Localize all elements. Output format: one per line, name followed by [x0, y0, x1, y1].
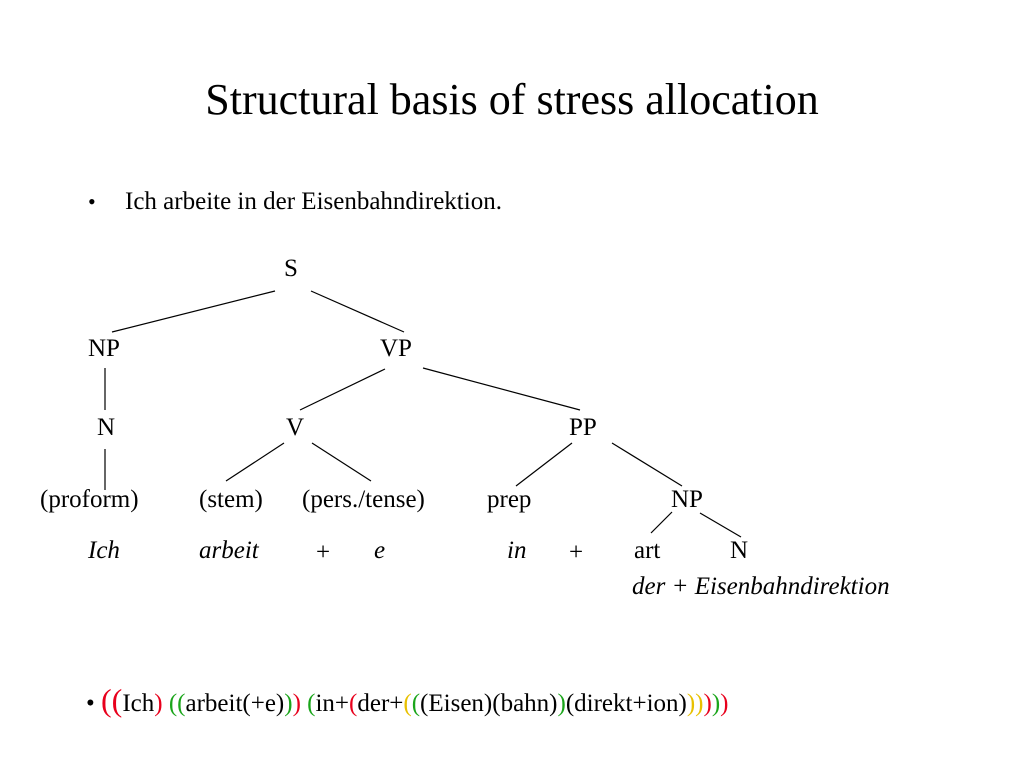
branch-vp-pp — [422, 367, 581, 411]
word-der-eisenbahndirektion: der + Eisenbahndirektion — [632, 573, 890, 600]
branch-v-perstense — [311, 442, 372, 482]
bracket-token: ) — [292, 690, 308, 717]
bracket-token: Ich — [122, 690, 155, 717]
bracket-token: ) — [720, 690, 729, 717]
bracket-token: ) — [703, 690, 712, 717]
word-ich: Ich — [88, 537, 120, 564]
node-pp: PP — [569, 414, 597, 441]
node-prep: prep — [487, 486, 532, 513]
bracket-token: ) — [284, 690, 293, 717]
word-in: in — [507, 537, 527, 564]
branch-pp-np — [611, 442, 683, 487]
example-sentence: Ich arbeite in der Eisenbahndirektion. — [125, 188, 502, 215]
word-arbeit: arbeit — [199, 537, 259, 564]
bullet-marker: • — [88, 189, 96, 214]
bracket-token: der+ — [357, 690, 404, 717]
branch-np-art — [650, 511, 673, 534]
bracket-token: ) — [557, 690, 566, 717]
bracket-token: ) — [686, 690, 696, 717]
word-plus-2: + — [569, 539, 584, 566]
branch-s-vp — [310, 290, 405, 333]
node-vp: VP — [380, 335, 412, 362]
bracket-token: ( — [349, 690, 358, 717]
bracket-token: ( — [403, 690, 412, 717]
bracket-token: (( — [101, 682, 123, 718]
bracket-token: ) — [695, 690, 704, 717]
node-stem: (stem) — [199, 486, 263, 513]
bracket-token: (Eisen)(bahn) — [420, 690, 558, 717]
branch-np-n2 — [699, 512, 742, 538]
node-s: S — [284, 255, 298, 282]
branch-pp-prep — [515, 442, 573, 487]
bracket-token: (( — [168, 690, 186, 717]
node-n-noun: N — [730, 537, 749, 564]
node-proform: (proform) — [40, 486, 139, 513]
bracket-token: in+ — [315, 690, 350, 717]
node-n: N — [97, 414, 116, 441]
bullet-marker-2: • — [86, 690, 95, 717]
bracket-token: ( — [411, 690, 421, 717]
bracket-token-list: ((Ich) ((arbeit(+e))) (in+(der+(((Eisen)… — [101, 684, 729, 717]
bracket-token: arbeit(+e) — [185, 690, 285, 717]
bracket-token: (direkt+ion) — [565, 690, 687, 717]
slide-title: Structural basis of stress allocation — [205, 75, 819, 124]
word-e: e — [374, 537, 386, 564]
branch-vp-v — [299, 368, 386, 411]
branch-v-stem — [225, 442, 285, 482]
branch-s-np — [111, 290, 276, 333]
node-np-object: NP — [671, 486, 703, 513]
bracketed-structure: • ((Ich) ((arbeit(+e))) (in+(der+(((Eise… — [86, 684, 728, 716]
bracket-token: ( — [307, 690, 316, 717]
bracket-token: ) — [154, 690, 163, 717]
node-v: V — [286, 414, 305, 441]
bracket-token: ) — [711, 690, 721, 717]
node-pers-tense: (pers./tense) — [302, 486, 425, 513]
node-art: art — [634, 537, 661, 564]
node-np: NP — [88, 335, 120, 362]
word-plus-1: + — [316, 539, 331, 566]
